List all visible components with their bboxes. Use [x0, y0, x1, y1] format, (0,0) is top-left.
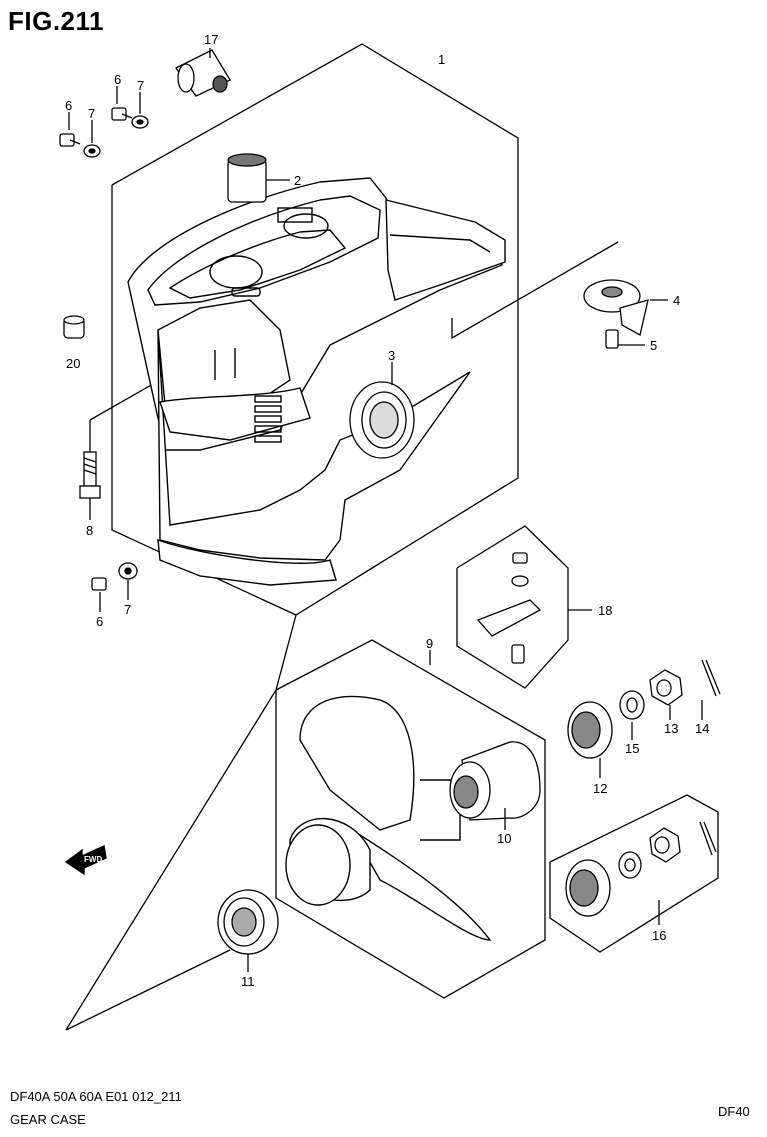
- callout-3: 3: [388, 348, 395, 363]
- figure-title: FIG.211: [8, 6, 104, 36]
- callout-11: 11: [241, 974, 255, 989]
- callout-6-top: 6: [114, 72, 121, 87]
- figure-code: DF40A 50A 60A E01 012_211: [10, 1089, 182, 1104]
- callout-6-bottom: 6: [96, 614, 103, 629]
- part-4-trim-tab: [583, 279, 668, 349]
- callout-7-top: 7: [137, 78, 144, 93]
- fwd-arrow: FWD: [64, 845, 107, 876]
- callout-10: 10: [497, 831, 511, 846]
- part-9-group-outline: [65, 614, 546, 1031]
- part-3-bearing: [349, 362, 415, 459]
- model-label: DF40: [718, 1104, 750, 1119]
- callout-2: 2: [294, 173, 301, 188]
- callout-17: 17: [204, 32, 218, 47]
- callout-1: 1: [438, 52, 445, 67]
- fasteners-bottom: [91, 562, 138, 612]
- part-16-kit: [565, 821, 717, 917]
- callout-8: 8: [86, 523, 93, 538]
- callout-6-mid: 6: [65, 98, 72, 113]
- callout-4: 4: [673, 293, 680, 308]
- part-20-grommet: [63, 315, 85, 339]
- callout-12: 12: [593, 781, 607, 796]
- callout-9: 9: [426, 636, 433, 651]
- callout-7-mid: 7: [88, 106, 95, 121]
- part-9-propeller: [285, 695, 492, 941]
- part-16-group-outline: [549, 794, 719, 953]
- part-2-bushing: [227, 153, 290, 203]
- callout-7-bottom: 7: [124, 602, 131, 617]
- callout-labels: 1 2 3 4 5 6 7 6 7 6 7 8 9 10 11 12 13 14…: [65, 32, 709, 989]
- part-10-bushing: [449, 741, 541, 830]
- callout-20: 20: [66, 356, 80, 371]
- callout-16: 16: [652, 928, 666, 943]
- part-18-group-outline: [456, 525, 592, 689]
- parts-12-15: [567, 659, 721, 778]
- part-18-bracket: [476, 552, 542, 664]
- callout-5: 5: [650, 338, 657, 353]
- part-17-plug: [175, 48, 231, 97]
- part-11-washer: [217, 889, 279, 972]
- fasteners-top: [59, 86, 149, 158]
- figure-name: GEAR CASE: [10, 1112, 86, 1127]
- callout-14: 14: [695, 721, 709, 736]
- fwd-label: FWD: [84, 855, 102, 864]
- part-8-bolt: [79, 451, 101, 520]
- callout-18: 18: [598, 603, 612, 618]
- callout-13: 13: [664, 721, 678, 736]
- gear-case-housing: [127, 177, 506, 586]
- callout-15: 15: [625, 741, 639, 756]
